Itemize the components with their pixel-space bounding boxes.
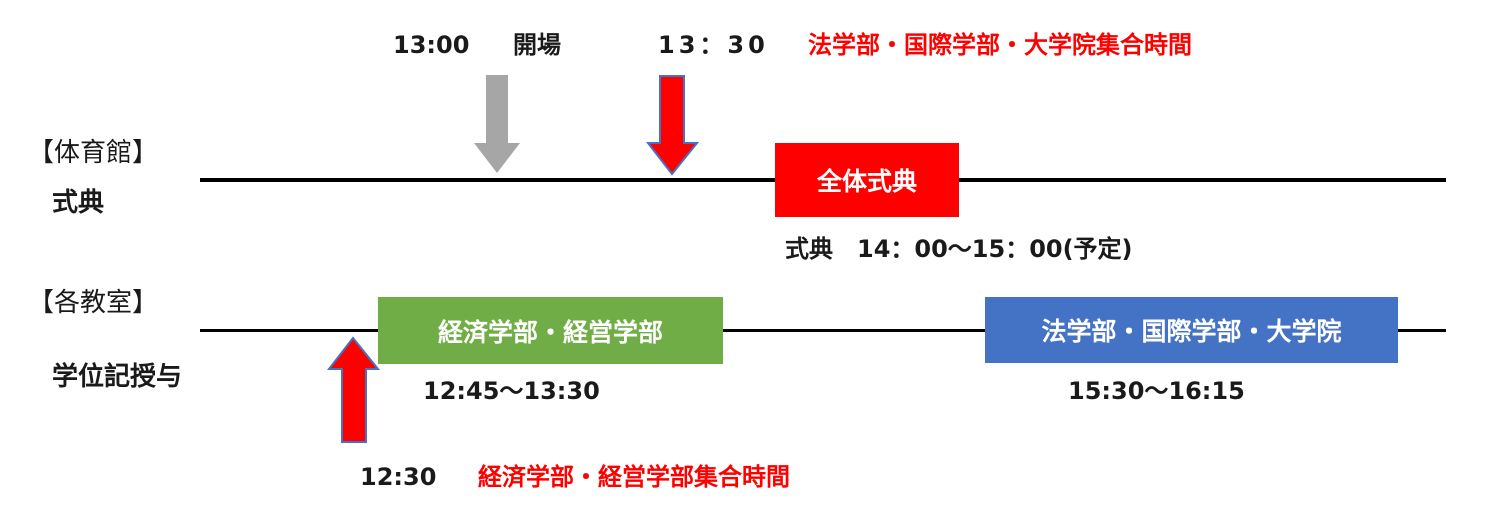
gray-down-arrow-icon	[474, 75, 520, 173]
gather-time-1330: 13：30	[658, 31, 769, 59]
gym-section-label: 【体育館】	[28, 138, 159, 168]
gather-time-1230: 12:30	[360, 463, 437, 491]
rooms-section-label: 【各教室】	[28, 288, 159, 318]
econ-business-time: 12:45～13:30	[423, 377, 600, 405]
red-up-arrow-icon	[326, 336, 381, 443]
open-time: 13:00	[393, 31, 470, 59]
red-down-arrow-icon	[645, 75, 700, 176]
ceremony-row-label: 式典	[52, 188, 105, 218]
gather-label-econ: 経済学部・経営学部集合時間	[478, 463, 790, 491]
degree-row-label: 学位記授与	[52, 362, 183, 392]
econ-business-block: 経済学部・経営学部	[378, 297, 723, 364]
rooms-timeline	[200, 329, 1446, 332]
full-ceremony-block: 全体式典	[775, 143, 959, 217]
gather-label-law: 法学部・国際学部・大学院集合時間	[808, 31, 1192, 59]
open-label: 開場	[513, 31, 561, 59]
ceremony-schedule: 式典 14：00～15：00(予定)	[785, 235, 1133, 263]
law-intl-grad-time: 15:30～16:15	[1068, 377, 1245, 405]
law-intl-grad-block: 法学部・国際学部・大学院	[985, 297, 1398, 363]
